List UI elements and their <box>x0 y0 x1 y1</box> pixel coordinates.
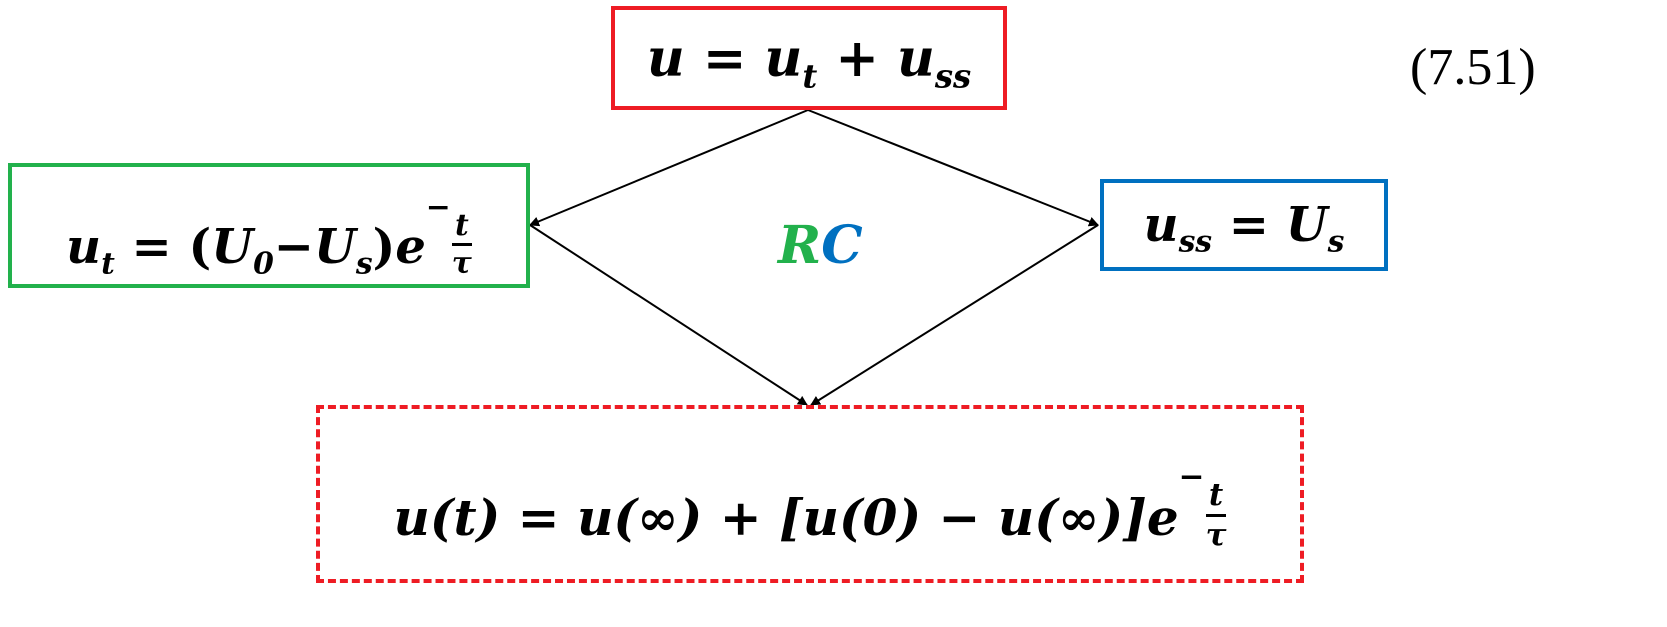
left-minus-op: − <box>273 218 314 275</box>
left-exp-minus: − <box>425 189 451 225</box>
left-exp-den: τ <box>451 245 472 281</box>
result-formula-main: u(t) = u(∞) + [u(0) − u(∞)] <box>393 487 1147 547</box>
left-e: e <box>395 218 426 275</box>
center-label-c: C <box>821 215 863 276</box>
left-lhs: u <box>66 218 102 275</box>
center-label-r: R <box>778 215 822 276</box>
left-eq: = <box>131 218 172 275</box>
center-label-rc: RC <box>778 215 863 276</box>
arrow-right-to-bottom <box>810 224 1099 406</box>
right-eq: = <box>1228 197 1269 253</box>
right-formula-box: uss = Us <box>1100 179 1388 271</box>
top-formula: u = ut + uss <box>646 27 971 92</box>
top-term1: u <box>764 27 803 89</box>
top-lhs: u <box>646 27 685 89</box>
top-term2-sub: ss <box>934 56 972 95</box>
top-term1-sub: t <box>802 56 818 95</box>
top-eq: = <box>702 27 747 89</box>
right-rhs: U <box>1285 197 1328 253</box>
result-exp-num: t <box>1208 477 1224 514</box>
right-formula: uss = Us <box>1143 197 1345 257</box>
right-lhs-sub: ss <box>1178 224 1213 260</box>
result-exp-den: τ <box>1205 516 1227 553</box>
left-open-paren: ( <box>188 218 212 275</box>
top-plus: + <box>835 27 879 89</box>
left-U0-sub: 0 <box>253 246 274 282</box>
arrow-top-to-left <box>529 109 809 227</box>
left-close-paren: ) <box>372 218 396 275</box>
top-term2: u <box>897 27 935 89</box>
left-U0: U <box>211 218 254 275</box>
left-Us: U <box>313 218 356 275</box>
result-exp-minus: − <box>1178 458 1205 495</box>
top-formula-box: u = ut + uss <box>611 6 1007 110</box>
left-lhs-sub: t <box>101 246 115 282</box>
result-e: e <box>1146 487 1179 547</box>
left-Us-sub: s <box>355 246 373 282</box>
arrow-top-to-right <box>807 109 1099 227</box>
right-rhs-sub: s <box>1327 224 1345 260</box>
left-exp-bar <box>451 242 472 246</box>
right-lhs: u <box>1143 197 1179 253</box>
equation-number: (7.51) <box>1410 39 1536 96</box>
result-exp-bar <box>1205 513 1227 517</box>
left-exp-num: t <box>454 207 469 243</box>
arrow-left-to-bottom <box>529 224 808 406</box>
